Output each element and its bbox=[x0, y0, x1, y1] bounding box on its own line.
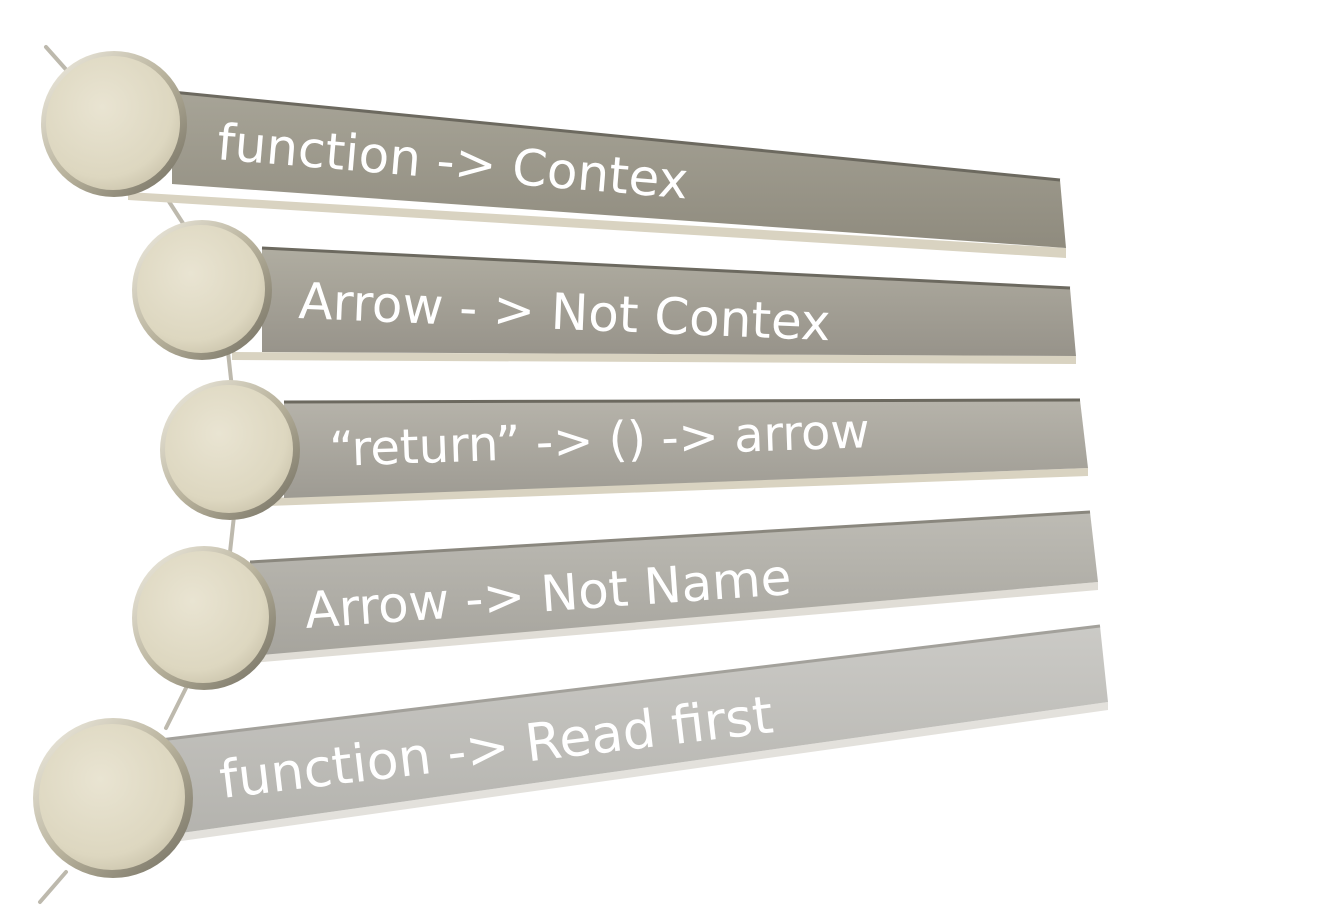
bullet-circle-face bbox=[39, 724, 185, 870]
bullet-circle-face bbox=[165, 385, 293, 513]
bar-base bbox=[240, 582, 1098, 664]
list-item: “return” -> () -> arrow bbox=[160, 380, 1088, 520]
bar bbox=[262, 248, 1076, 356]
list-item: function -> Contex bbox=[41, 51, 1066, 258]
connector-4-5 bbox=[164, 686, 188, 730]
list-item: Arrow -> Not Name bbox=[132, 510, 1098, 690]
bar-base bbox=[160, 702, 1108, 844]
bullet-circle-face bbox=[137, 551, 269, 683]
bar-highlight bbox=[159, 624, 1101, 742]
list-item: function -> Read first bbox=[33, 624, 1108, 878]
bar-base bbox=[232, 352, 1076, 364]
bar-highlight bbox=[261, 246, 1071, 290]
bar bbox=[284, 400, 1088, 498]
bar-base bbox=[268, 468, 1088, 506]
connector-bottom bbox=[38, 870, 68, 904]
bar-highlight bbox=[283, 398, 1081, 404]
bar-base bbox=[128, 192, 1066, 258]
bullet-circle-face bbox=[46, 56, 180, 190]
connector-3-4 bbox=[228, 514, 236, 554]
bullet-circle-face bbox=[137, 225, 265, 353]
bar bbox=[160, 626, 1108, 836]
bar-highlight bbox=[249, 510, 1091, 564]
bar bbox=[250, 512, 1098, 656]
list-item: Arrow - > Not Contex bbox=[132, 220, 1076, 364]
bar bbox=[172, 92, 1066, 248]
bar-highlight bbox=[171, 90, 1061, 182]
